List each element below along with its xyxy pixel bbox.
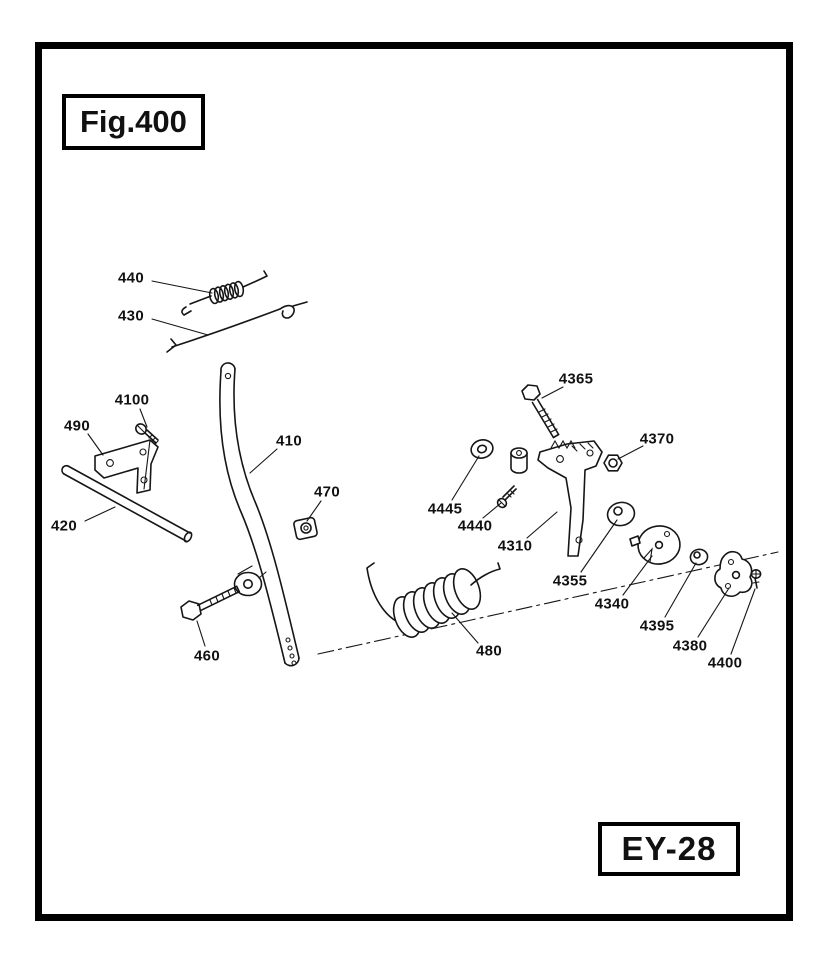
nut-4370-drawing: [603, 454, 623, 472]
part-label-4100: 4100: [114, 391, 150, 409]
part-label-4365: 4365: [558, 370, 594, 388]
spring-440-drawing: [181, 270, 268, 316]
screw-4400-drawing: [750, 568, 762, 589]
nut-470-drawing: [293, 516, 318, 541]
part-label-420: 420: [51, 517, 77, 535]
disc-4340-drawing: [629, 525, 681, 565]
rod-420-drawing: [61, 464, 193, 543]
figure-title-box: Fig.400: [62, 94, 205, 150]
part-label-470: 470: [314, 483, 340, 501]
plate-4380-drawing: [714, 550, 753, 597]
washer-4395-drawing: [689, 548, 709, 566]
spring-480-drawing: [366, 562, 501, 638]
part-label-4440: 4440: [457, 517, 493, 535]
part-label-4340: 4340: [594, 595, 630, 613]
bolt-460-drawing: [180, 585, 241, 621]
figure-title: Fig.400: [80, 104, 187, 139]
lever-410-drawing: [219, 362, 300, 667]
part-label-430: 430: [118, 307, 144, 325]
leader-lines: [84, 280, 756, 655]
model-number: EY-28: [621, 830, 717, 867]
part-label-460: 460: [194, 647, 220, 665]
bracket-490-drawing: [94, 439, 159, 494]
part-label-4395: 4395: [639, 617, 675, 635]
bolt-4365-drawing: [521, 384, 560, 439]
screw-4440-drawing: [496, 485, 517, 509]
washer-4445-drawing: [470, 439, 494, 459]
part-label-4380: 4380: [672, 637, 708, 655]
part-label-480: 480: [476, 642, 502, 660]
center-axis-line: [317, 551, 779, 655]
wire-rod-430-drawing: [166, 301, 308, 353]
part-label-4370: 4370: [639, 430, 675, 448]
part-label-4400: 4400: [707, 654, 743, 672]
part-label-4310: 4310: [497, 537, 533, 555]
washer-4355-drawing: [606, 501, 636, 527]
part-label-410: 410: [276, 432, 302, 450]
figure-frame: [35, 42, 793, 921]
plate-4310-drawing: [510, 439, 603, 557]
part-label-4355: 4355: [552, 572, 588, 590]
screw-4100-drawing: [135, 423, 159, 445]
part-label-490: 490: [64, 417, 90, 435]
part-label-4445: 4445: [427, 500, 463, 518]
model-number-box: EY-28: [598, 822, 740, 876]
part-label-440: 440: [118, 269, 144, 287]
